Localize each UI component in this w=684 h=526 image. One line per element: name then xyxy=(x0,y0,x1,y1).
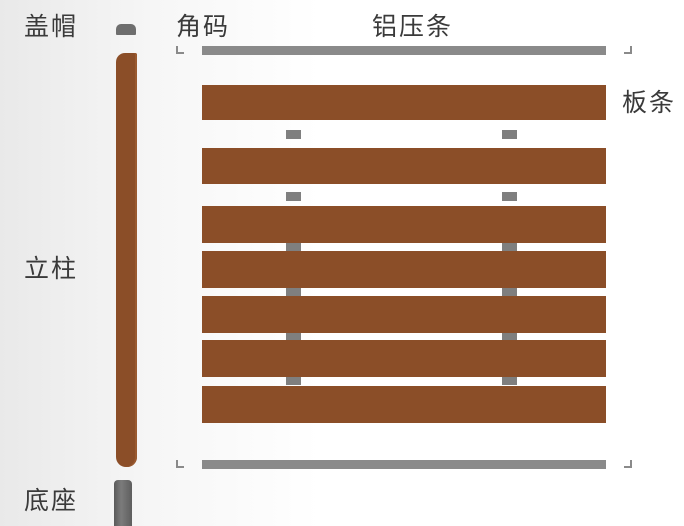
connector xyxy=(286,376,301,385)
wood-plank xyxy=(202,148,606,184)
connector xyxy=(502,333,517,342)
connector xyxy=(286,130,301,139)
cap-label: 盖帽 xyxy=(24,12,79,41)
rail-label: 铝压条 xyxy=(372,12,454,41)
connector xyxy=(502,376,517,385)
connector xyxy=(502,130,517,139)
corner-bracket-bottom-left xyxy=(176,460,184,468)
wood-plank xyxy=(202,85,606,120)
connector xyxy=(286,192,301,201)
top-aluminum-rail xyxy=(202,46,606,55)
connector xyxy=(502,288,517,297)
corner-bracket-top-right xyxy=(624,46,632,54)
wood-plank xyxy=(202,251,606,288)
bottom-aluminum-rail xyxy=(202,460,606,469)
wood-plank xyxy=(202,386,606,423)
base-label: 底座 xyxy=(24,486,79,515)
post-label: 立柱 xyxy=(24,254,79,283)
plank-label: 板条 xyxy=(622,88,677,117)
wood-plank xyxy=(202,206,606,243)
wood-plank xyxy=(202,340,606,377)
connector xyxy=(502,192,517,201)
corner-bracket-top-left xyxy=(176,46,184,54)
connector xyxy=(286,288,301,297)
wood-plank xyxy=(202,296,606,333)
corner-label: 角码 xyxy=(176,12,231,41)
post-part xyxy=(116,53,137,467)
base-part xyxy=(114,480,132,526)
connector xyxy=(502,242,517,251)
corner-bracket-bottom-right xyxy=(624,460,632,468)
connector xyxy=(286,242,301,251)
connector xyxy=(286,333,301,342)
cap-part xyxy=(116,24,136,35)
